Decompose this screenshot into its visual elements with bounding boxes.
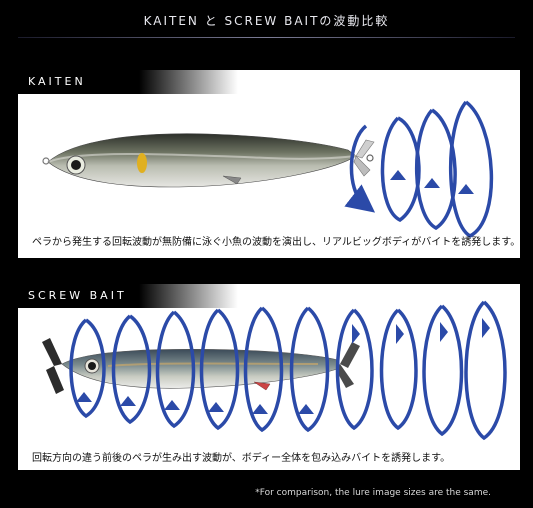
rotation-arrow-icon [344,124,376,213]
rotation-arrow-icon [69,318,106,419]
kaiten-illustration [42,100,494,238]
page-title: KAITEN と SCREW BAITの波動比較 [143,14,390,28]
kaiten-lure [42,133,357,188]
title-divider [18,37,515,38]
rotation-arrow-icon [379,308,418,431]
screw-bait-illustration [42,300,507,441]
kaiten-panel: KAITEN ペラから発生する回転波動が無防備に泳ぐ小魚の波動を演出し、リアルビ… [18,70,520,258]
rotation-arrow-icon [111,314,152,425]
rotation-arrow-icon [448,100,494,238]
panel-caption: ペラから発生する回転波動が無防備に泳ぐ小魚の波動を演出し、リアルビッグボディがバ… [32,237,520,248]
panel-caption: 回転方向の違う前後のペラが生み出す波動が、ボディー全体を包み込みバイトを誘発しま… [32,453,451,464]
rotation-arrow-icon [243,306,284,433]
rotation-arrow-icon [422,304,464,437]
rotation-arrow-icon [199,308,240,431]
rotation-arrow-icon [380,116,421,223]
rotation-arrow-icon [464,300,507,441]
prop-blade-icon [42,338,64,394]
prop-blade-icon [336,342,360,388]
rotation-arrow-icon [415,108,457,231]
rotation-arrow-icon [289,306,330,433]
panel-label: SCREW BAIT [18,284,238,308]
rotation-waves [69,300,507,441]
rotation-arrow-icon [335,308,374,431]
screw-bait-panel: SCREW BAIT 回転方向の違う前後のペラが生み出す波動が、ボディー全体を包… [18,284,520,470]
panel-label: KAITEN [18,70,238,94]
rotation-waves [344,100,494,238]
prop-blade-icon [353,139,375,177]
footnote: *For comparison, the lure image sizes ar… [255,488,491,498]
rotation-arrow-icon [155,310,196,429]
